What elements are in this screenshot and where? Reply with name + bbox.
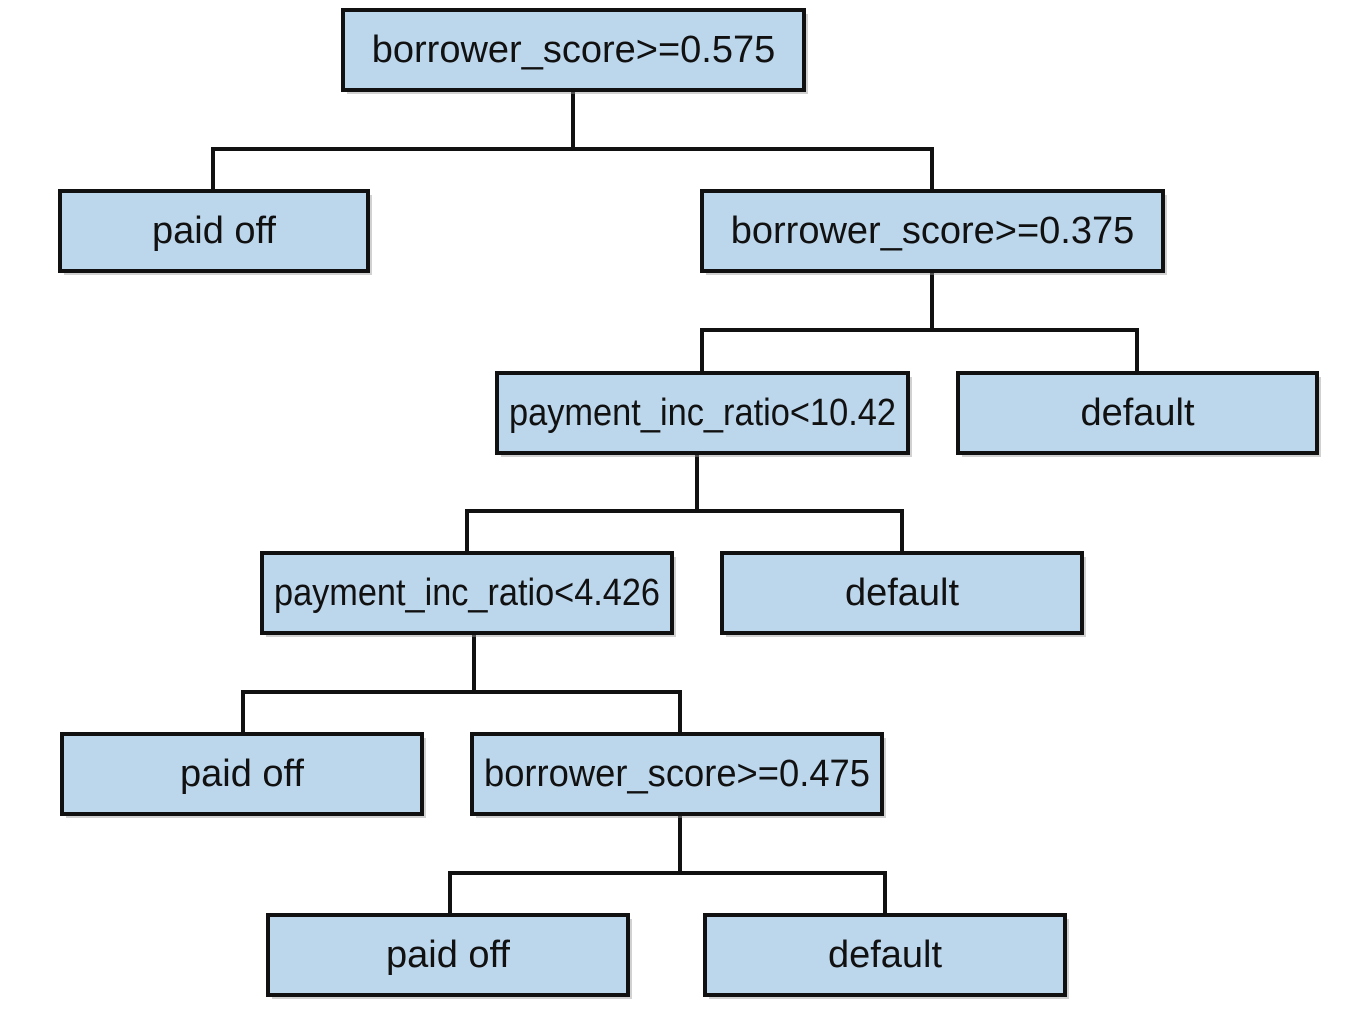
node-label: borrower_score>=0.475 <box>484 753 870 795</box>
node-label: paid off <box>386 934 510 976</box>
node-label: paid off <box>180 753 304 795</box>
node-box <box>260 551 674 635</box>
leaf-node-n7: default <box>720 551 1086 637</box>
edges-layer <box>211 88 1139 917</box>
node-label: payment_inc_ratio<10.42 <box>509 392 896 434</box>
node-box <box>60 732 424 816</box>
leaf-node-n5: default <box>956 371 1321 457</box>
node-box <box>341 8 806 92</box>
node-box <box>470 732 884 816</box>
node-box <box>495 371 910 455</box>
node-label: borrower_score>=0.375 <box>731 210 1134 252</box>
edge-group-n3 <box>700 269 1139 375</box>
edge-group-n1 <box>211 88 934 193</box>
node-box <box>266 913 630 997</box>
leaf-node-n10: paid off <box>266 913 632 999</box>
edge-group-n4 <box>465 451 904 555</box>
edge-group-n6 <box>241 631 682 736</box>
node-box <box>58 189 370 273</box>
split-node-n3: borrower_score>=0.375 <box>700 189 1167 275</box>
edge-group-n9 <box>448 812 887 917</box>
node-box <box>720 551 1084 635</box>
leaf-node-n2: paid off <box>58 189 372 275</box>
node-box <box>956 371 1319 455</box>
node-box <box>700 189 1165 273</box>
split-node-n9: borrower_score>=0.475 <box>470 732 886 818</box>
leaf-node-n8: paid off <box>60 732 426 818</box>
node-label: default <box>1080 392 1195 434</box>
leaf-node-n11: default <box>703 913 1069 999</box>
node-label: default <box>845 572 960 614</box>
split-node-n1: borrower_score>=0.575 <box>341 8 808 94</box>
split-node-n4: payment_inc_ratio<10.42 <box>495 371 912 457</box>
node-label: paid off <box>152 210 276 252</box>
split-node-n6: payment_inc_ratio<4.426 <box>260 551 676 637</box>
node-label: payment_inc_ratio<4.426 <box>274 572 660 614</box>
node-label: default <box>828 934 943 976</box>
node-box <box>703 913 1067 997</box>
node-label: borrower_score>=0.575 <box>372 29 775 71</box>
